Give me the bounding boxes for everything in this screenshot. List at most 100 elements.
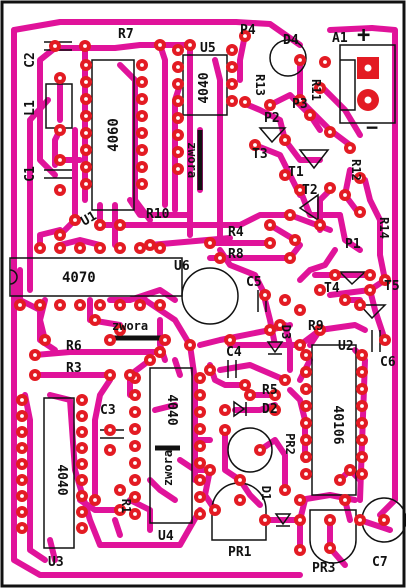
pad-drill-hole bbox=[308, 113, 312, 117]
pad-drill-hole bbox=[80, 430, 84, 434]
label-c3: C3 bbox=[100, 403, 116, 418]
pad-drill-hole bbox=[73, 218, 77, 222]
pad-drill-hole bbox=[360, 370, 364, 374]
transistor-t2-outline bbox=[298, 193, 319, 222]
pad-drill-hole bbox=[328, 186, 332, 190]
pad-drill-hole bbox=[223, 408, 227, 412]
pad-drill-hole bbox=[243, 34, 247, 38]
label-c7: C7 bbox=[372, 555, 388, 570]
pad-drill-hole bbox=[98, 223, 102, 227]
pad-drill-hole bbox=[158, 246, 162, 250]
pad-drill-hole bbox=[318, 288, 322, 292]
pad-drill-hole bbox=[268, 223, 272, 227]
pad-drill-hole bbox=[176, 82, 180, 86]
pad-drill-hole bbox=[80, 494, 84, 498]
pad-drill-hole bbox=[158, 350, 162, 354]
label-t3: T3 bbox=[252, 147, 268, 162]
pad-drill-hole bbox=[58, 246, 62, 250]
pad-drill-hole bbox=[108, 428, 112, 432]
pad-drill-hole bbox=[188, 343, 192, 347]
pad-drill-hole bbox=[118, 223, 122, 227]
pad-drill-hole bbox=[360, 472, 364, 476]
pad-drill-hole bbox=[128, 373, 132, 377]
pad-drill-hole bbox=[304, 421, 308, 425]
pad-drill-hole bbox=[343, 498, 347, 502]
label-a1: A1 bbox=[332, 31, 348, 46]
pad-drill-hole bbox=[84, 165, 88, 169]
label-l1: L1 bbox=[23, 100, 38, 116]
pad-drill-hole bbox=[238, 478, 242, 482]
pad-drill-hole bbox=[80, 462, 84, 466]
label-c4: C4 bbox=[226, 345, 242, 360]
transistor-t5-outline bbox=[358, 304, 387, 320]
pad-drill-hole bbox=[176, 150, 180, 154]
label-t2: T2 bbox=[302, 183, 318, 198]
pad-drill-hole bbox=[133, 410, 137, 414]
pad-drill-hole bbox=[198, 444, 202, 448]
pad-drill-hole bbox=[230, 99, 234, 103]
pad-drill-hole bbox=[198, 478, 202, 482]
pad-drill-hole bbox=[283, 173, 287, 177]
pad-drill-hole bbox=[298, 518, 302, 522]
pad-drill-hole bbox=[360, 404, 364, 408]
pad-drill-hole bbox=[58, 303, 62, 307]
pad-drill-hole bbox=[84, 131, 88, 135]
pad-drill-hole bbox=[304, 404, 308, 408]
pad-drill-hole bbox=[343, 193, 347, 197]
pad-drill-hole bbox=[338, 478, 342, 482]
label-plus: + bbox=[357, 23, 370, 48]
pad-drill-hole bbox=[84, 63, 88, 67]
label-r3: R3 bbox=[66, 361, 82, 376]
cap-c1-outline bbox=[44, 169, 72, 179]
pad-drill-hole bbox=[20, 430, 24, 434]
pad-drill-hole bbox=[218, 256, 222, 260]
pad-drill-hole bbox=[323, 60, 327, 64]
pad-drill-hole bbox=[298, 498, 302, 502]
pad-drill-hole bbox=[304, 387, 308, 391]
pad-drill-hole bbox=[108, 448, 112, 452]
pad-drill-hole bbox=[118, 488, 122, 492]
pad-drill-hole bbox=[298, 343, 302, 347]
pad-drill-hole bbox=[304, 455, 308, 459]
pad-drill-hole bbox=[328, 130, 332, 134]
pad-drill-hole bbox=[304, 438, 308, 442]
pad-drill-hole bbox=[238, 498, 242, 502]
pad-drill-hole bbox=[358, 210, 362, 214]
pad-drill-hole bbox=[283, 138, 287, 142]
pad-drill-hole bbox=[148, 243, 152, 247]
label-r11: R11 bbox=[309, 79, 323, 101]
pad-drill-hole bbox=[80, 414, 84, 418]
pad-drill-hole bbox=[176, 48, 180, 52]
pad-drill-hole bbox=[140, 165, 144, 169]
pad-drill-hole bbox=[268, 241, 272, 245]
pad-drill-hole bbox=[273, 393, 277, 397]
pad-drill-hole bbox=[176, 167, 180, 171]
pad-drill-hole bbox=[84, 80, 88, 84]
label-pr2: PR2 bbox=[283, 433, 297, 455]
label-p1: P1 bbox=[345, 237, 361, 252]
label-ic40106: 40106 bbox=[330, 405, 345, 444]
pad-drill-hole bbox=[248, 393, 252, 397]
pad-drill-hole bbox=[78, 246, 82, 250]
label-p2: P2 bbox=[264, 111, 280, 126]
component-labels: C2 R7 U5 P4 D4 A1 + − L1 C1 4060 4040 zw… bbox=[23, 23, 400, 576]
pad-drill-hole bbox=[133, 393, 137, 397]
pad-drill-hole bbox=[268, 328, 272, 332]
pad-drill-hole bbox=[228, 338, 232, 342]
label-r6: R6 bbox=[66, 339, 82, 354]
pad-drill-hole bbox=[58, 128, 62, 132]
pad-drill-hole bbox=[198, 376, 202, 380]
pad-drill-hole bbox=[80, 478, 84, 482]
pad-drill-hole bbox=[318, 223, 322, 227]
pad-drill-hole bbox=[133, 444, 137, 448]
pad-drill-hole bbox=[176, 65, 180, 69]
label-d1: D1 bbox=[259, 486, 273, 500]
pad-drill-hole bbox=[98, 303, 102, 307]
pad-drill-hole bbox=[358, 518, 362, 522]
pad-drill-hole bbox=[158, 43, 162, 47]
pad-drill-hole bbox=[304, 353, 308, 357]
pad-drill-hole bbox=[283, 298, 287, 302]
pad-drill-hole bbox=[318, 86, 322, 90]
ic-u3-body bbox=[43, 397, 75, 549]
pad-drill-hole bbox=[243, 100, 247, 104]
